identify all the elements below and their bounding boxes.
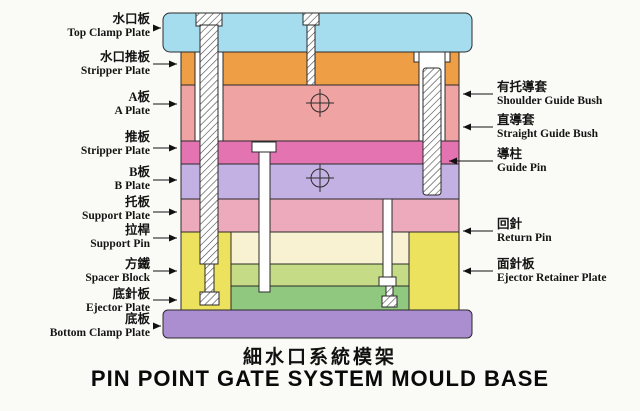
label-a-plate-cn: A板 [128, 90, 150, 104]
support-plate [180, 198, 460, 233]
label-stripper-plate-mid-en: Stripper Plate [80, 145, 150, 157]
support-pin [258, 151, 271, 293]
support-pin-head [251, 141, 277, 153]
label-shoulder-guide-bush: 有托導套 Shoulder Guide Bush [497, 80, 602, 108]
label-shoulder-guide-bush-en: Shoulder Guide Bush [497, 95, 603, 107]
return-pin-head [378, 276, 397, 287]
label-guide-pin-en: Guide Pin [497, 162, 547, 174]
clamp-screw-left-stem [204, 263, 215, 293]
label-b-plate-en: B Plate [114, 180, 150, 192]
label-stripper-plate-top-en: Stripper Plate [80, 65, 150, 77]
label-top-clamp-plate-en: Top Clamp Plate [67, 27, 150, 39]
label-ejector-plate-cn: 底針板 [112, 287, 150, 301]
label-spacer-block-cn: 方鐵 [124, 257, 150, 271]
label-bottom-clamp-plate-en: Bottom Clamp Plate [49, 327, 150, 339]
crosshair-icon-lower [306, 164, 334, 192]
label-ejector-retainer-plate-en: Ejector Retainer Plate [497, 272, 607, 284]
label-b-plate: B板 B Plate [115, 165, 150, 193]
label-shoulder-guide-bush-cn: 有托導套 [497, 80, 548, 94]
label-straight-guide-bush: 直導套 Straight Guide Bush [497, 113, 598, 141]
label-a-plate: A板 A Plate [115, 90, 150, 118]
label-stripper-plate-mid: 推板 Stripper Plate [81, 130, 150, 158]
label-stripper-plate-top: 水口推板 Stripper Plate [81, 50, 150, 78]
label-ejector-retainer-plate: 面針板 Ejector Retainer Plate [497, 257, 606, 285]
label-a-plate-en: A Plate [114, 105, 150, 117]
guide-pin-right [422, 67, 442, 196]
label-top-clamp-plate-cn: 水口板 [112, 12, 150, 26]
center-screw-stem [306, 24, 316, 86]
label-stripper-plate-mid-cn: 推板 [124, 130, 150, 144]
stripper-plate-mid [180, 140, 460, 165]
label-return-pin-en: Return Pin [497, 232, 552, 244]
label-b-plate-cn: B板 [129, 165, 150, 179]
ejector-screw-right-stem [385, 285, 394, 297]
title-chinese: 細水口系統模架 [242, 347, 397, 368]
label-ejector-plate: 底針板 Ejector Plate [86, 287, 150, 315]
label-return-pin-cn: 回針 [497, 217, 523, 231]
label-guide-pin-cn: 導柱 [497, 147, 523, 161]
label-spacer-block: 方鐵 Spacer Block [85, 257, 150, 285]
label-support-pin: 拉桿 Support Pin [90, 223, 150, 251]
label-bottom-clamp-plate: 底板 Bottom Clamp Plate [50, 312, 150, 340]
return-pin [382, 198, 393, 278]
label-support-pin-en: Support Pin [90, 238, 150, 250]
label-return-pin: 回針 Return Pin [497, 217, 552, 245]
guide-pin-left-head [195, 12, 223, 27]
spacer-block-right [408, 231, 460, 311]
label-straight-guide-bush-en: Straight Guide Bush [497, 128, 598, 140]
label-support-plate: 托板 Support Plate [82, 195, 150, 223]
bottom-clamp-plate [162, 309, 473, 339]
label-support-pin-cn: 拉桿 [124, 223, 150, 237]
crosshair-icon-upper [306, 89, 334, 117]
clamp-screw-left-head [199, 291, 220, 306]
label-straight-guide-bush-cn: 直導套 [497, 113, 535, 127]
label-bottom-clamp-plate-cn: 底板 [124, 312, 150, 326]
label-ejector-retainer-plate-cn: 面針板 [497, 257, 535, 271]
title-english: PIN POINT GATE SYSTEM MOULD BASE [90, 366, 550, 391]
leader-arrows-right [449, 90, 493, 275]
label-support-plate-en: Support Plate [81, 210, 150, 222]
guide-pin-left [199, 24, 219, 265]
label-spacer-block-en: Spacer Block [85, 272, 150, 284]
ejector-screw-right-head [381, 295, 398, 308]
label-guide-pin: 導柱 Guide Pin [497, 147, 547, 175]
label-stripper-plate-top-cn: 水口推板 [99, 50, 150, 64]
ejector-plate [230, 285, 410, 311]
center-screw-head [302, 12, 320, 26]
label-top-clamp-plate: 水口板 Top Clamp Plate [67, 12, 150, 40]
label-support-plate-cn: 托板 [124, 195, 150, 209]
leader-arrows-left [153, 24, 177, 330]
label-ejector-plate-en: Ejector Plate [86, 302, 150, 314]
